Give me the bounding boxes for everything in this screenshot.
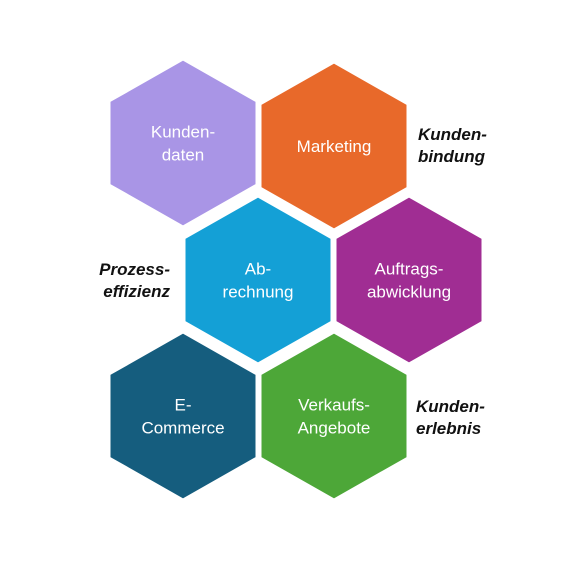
hexagon-label-kundendaten-1: Kunden-: [151, 123, 215, 142]
hexagon-label-auftragsabwicklung-1: Auftrags-: [375, 260, 444, 279]
hexagon-shape-marketing: [258, 60, 410, 232]
hexagon-marketing: Marketing: [258, 60, 410, 232]
label-prozesseffizienz: Prozess- effizienz: [99, 260, 170, 301]
hexagon-kundendaten: Kunden-daten: [107, 57, 259, 229]
label-kundenerlebnis: Kunden- erlebnis: [416, 397, 485, 438]
label-kundenbindung: Kunden- bindung: [418, 125, 487, 166]
hexagon-label-auftragsabwicklung-2: abwicklung: [367, 283, 451, 302]
hexagon-shape-abrechnung: [182, 194, 334, 366]
hexagon-label-verkaufsangebote-1: Verkaufs-: [298, 396, 370, 415]
hexagon-label-abrechnung-2: rechnung: [223, 283, 294, 302]
hexagon-label-verkaufsangebote-2: Angebote: [298, 419, 371, 438]
hexagon-shape-ecommerce: [107, 330, 259, 502]
hexagon-verkaufsangebote: Verkaufs- Angebote: [258, 330, 410, 502]
hexagon-shape-kundendaten: [107, 57, 259, 229]
hexagon-label-marketing-1: Marketing: [297, 137, 372, 156]
hexagon-abrechnung: Ab-rechnung: [182, 194, 334, 366]
hexagon-auftragsabwicklung: Auftrags-abwicklung: [333, 194, 485, 366]
hexagon-ecommerce: E- Commerce: [107, 330, 259, 502]
hexagon-shape-auftragsabwicklung: [333, 194, 485, 366]
hexagon-label-ecommerce-1: E-: [175, 396, 192, 415]
hexagon-label-abrechnung-1: Ab-: [245, 260, 271, 279]
hexagon-shape-verkaufsangebote: [258, 330, 410, 502]
hexagon-label-kundendaten-2: daten: [162, 146, 205, 165]
hexagon-label-ecommerce-2: Commerce: [141, 419, 224, 438]
